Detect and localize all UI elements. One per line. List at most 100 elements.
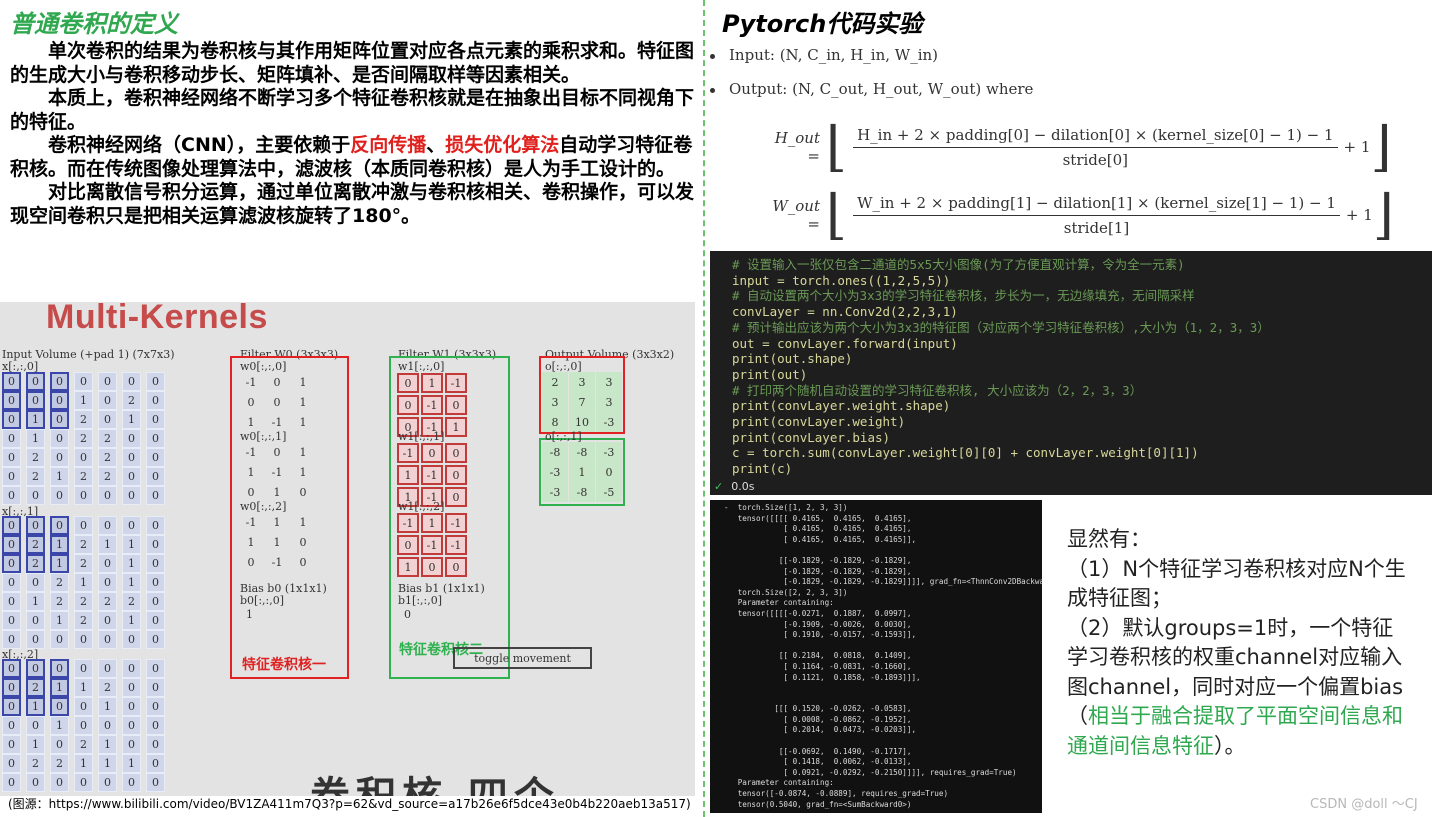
output-line: [ 0.4165, 0.4165, 0.4165]], [724, 534, 917, 544]
code-comment-line[interactable]: # 自动设置两个大小为3x3的学习特征卷积核，步长为一，无边缘填充，无间隔采样 [732, 288, 1195, 304]
code-line[interactable]: print(out.shape) [732, 351, 853, 367]
output-line: tensor([-0.0874, -0.0889], requires_grad… [724, 789, 949, 799]
w0-slice-2-label: w0[:,:,2] [240, 500, 287, 513]
code-comment-line[interactable]: # 预计输出应该为两个大小为3x3的特征图（对应两个学习特征卷积核）,大小为（1… [732, 319, 1270, 335]
toggle-movement-button[interactable]: toggle movement [453, 647, 592, 669]
code-line[interactable]: c = torch.sum(convLayer.weight[0][0] + c… [732, 445, 1199, 461]
notes-line-3-start: （2）默认groups=1时，一个特征学习卷积核的权重channel对应输入图c… [1067, 615, 1404, 729]
diagram-subtitle: 卷积核 四个 [310, 764, 560, 796]
w-out-formula: W_out = ⌊ W_in + 2 × padding[1] − dilati… [770, 188, 1393, 242]
matrix-cell: 0 [50, 391, 69, 410]
code-line[interactable]: input = torch.ones((1,2,5,5)) [732, 272, 951, 288]
left-section-title: 普通卷积的定义 [10, 10, 178, 38]
matrix-cell: 10 [569, 412, 595, 432]
output-line: [ 0.0921, -0.0292, -0.2150]]]], requires… [724, 767, 1017, 777]
matrix-cell: 2 [74, 535, 93, 554]
matrix-cell: 0 [2, 554, 21, 573]
matrix-cell: 0 [146, 410, 165, 429]
highlight-loss-optim: 损失优化算法 [445, 134, 560, 156]
matrix-cell: 0 [146, 535, 165, 554]
matrix-cell: 0 [122, 486, 141, 505]
output-line: [[ 0.2184, 0.0818, 0.1409], [724, 651, 912, 661]
matrix-cell: 0 [397, 417, 419, 437]
matrix-cell: -8 [569, 442, 595, 462]
matrix-cell: 1 [74, 754, 93, 773]
matrix-cell: 0 [50, 516, 69, 535]
matrix-cell: 3 [596, 372, 622, 392]
code-line[interactable]: convLayer = nn.Conv2d(2,2,3,1) [732, 304, 958, 320]
output-line [724, 736, 1042, 747]
floor-bracket-left: ⌊ [826, 115, 848, 178]
matrix-cell: 2 [122, 592, 141, 611]
matrix-cell: 0 [98, 573, 117, 592]
matrix-cell: 2 [26, 754, 45, 773]
matrix-cell: 3 [596, 392, 622, 412]
input-shape-bullet: Input: (N, C_in, H_in, W_in) [710, 46, 938, 64]
code-line[interactable]: print(convLayer.weight.shape) [732, 398, 951, 414]
code-comment-line[interactable]: # 设置输入一张仅包含二通道的5x5大小图像(为了方便直观计算，令为全一元素) [732, 257, 1185, 272]
matrix-cell: -1 [421, 395, 443, 415]
matrix-cell: 0 [2, 516, 21, 535]
h-out-fraction: H_in + 2 × padding[0] − dilation[0] × (k… [853, 126, 1338, 169]
matrix-cell: 0 [98, 716, 117, 735]
h-out-numerator: H_in + 2 × padding[0] − dilation[0] × (k… [853, 126, 1338, 148]
matrix-cell: 0 [146, 773, 165, 792]
matrix-cell: 0 [299, 535, 307, 549]
matrix-cell: 2 [74, 592, 93, 611]
matrix-cell: 0 [122, 735, 141, 754]
matrix-cell: 0 [50, 773, 69, 792]
h-out-denominator: stride[0] [1062, 150, 1129, 169]
output-line: [[-0.0692, 0.1490, -0.1717], [724, 746, 912, 756]
w1-slice-1-label: w1[:,:,1] [398, 430, 445, 443]
matrix-cell: -1 [445, 373, 467, 393]
matrix-cell: 2 [50, 573, 69, 592]
matrix-cell: 2 [98, 592, 117, 611]
output-line: [-0.1829, -0.1829, -0.1829]]]], grad_fn=… [724, 577, 1042, 587]
x-slice-1-label: x[:,:,1] [2, 505, 39, 518]
matrix-cell: 1 [98, 735, 117, 754]
output-line: [ 0.4165, 0.4165, 0.4165], [724, 524, 912, 534]
matrix-cell: 0 [299, 555, 307, 569]
matrix-cell: 0 [146, 630, 165, 649]
output-line: [ 0.1164, -0.0831, -0.1660], [724, 661, 912, 671]
matrix-cell: 0 [98, 773, 117, 792]
matrix-cell: 0 [247, 485, 255, 499]
matrix-cell: 1 [273, 515, 281, 529]
code-line[interactable]: print(c) [732, 461, 793, 477]
code-line[interactable]: out = convLayer.forward(input) [732, 335, 958, 351]
highlight-backprop: 反向传播 [350, 134, 427, 156]
matrix-cell: 0 [397, 373, 419, 393]
matrix-cell: 0 [50, 486, 69, 505]
matrix-cell: 2 [542, 372, 568, 392]
code-comment-line[interactable]: # 打印两个随机自动设置的学习特征卷积核, 大小应该为（2，2，3，3） [732, 382, 1143, 398]
notes-line-1: 显然有： [1067, 527, 1151, 551]
matrix-cell: 0 [2, 697, 21, 716]
matrix-cell: 0 [26, 630, 45, 649]
matrix-cell: 0 [247, 555, 255, 569]
matrix-cell: 0 [26, 716, 45, 735]
matrix-cell: -1 [421, 535, 443, 555]
matrix-cell: 1 [122, 573, 141, 592]
pytorch-code-cell[interactable]: # 设置输入一张仅包含二通道的5x5大小图像(为了方便直观计算，令为全一元素)i… [710, 251, 1432, 495]
floor-bracket-right: ⌋ [1370, 115, 1392, 178]
matrix-cell: 0 [122, 678, 141, 697]
code-line[interactable]: print(out) [732, 366, 808, 382]
matrix-cell: 0 [445, 487, 467, 507]
matrix-cell: 1 [26, 410, 45, 429]
matrix-cell: 1 [397, 557, 419, 577]
h-out-formula: H_out = ⌊ H_in + 2 × padding[0] − dilati… [770, 120, 1392, 174]
matrix-cell: 0 [445, 465, 467, 485]
matrix-cell: 0 [146, 372, 165, 391]
matrix-cell: 1 [26, 592, 45, 611]
code-line[interactable]: print(convLayer.bias) [732, 429, 891, 445]
matrix-cell: 0 [122, 773, 141, 792]
matrix-cell: 0 [445, 443, 467, 463]
w0-slice-0-label: w0[:,:,0] [240, 360, 287, 373]
matrix-cell: 0 [146, 716, 165, 735]
matrix-cell: 0 [146, 659, 165, 678]
code-line[interactable]: print(convLayer.weight) [732, 414, 906, 430]
output-line: [-0.1909, -0.0026, 0.0030], [724, 619, 912, 629]
